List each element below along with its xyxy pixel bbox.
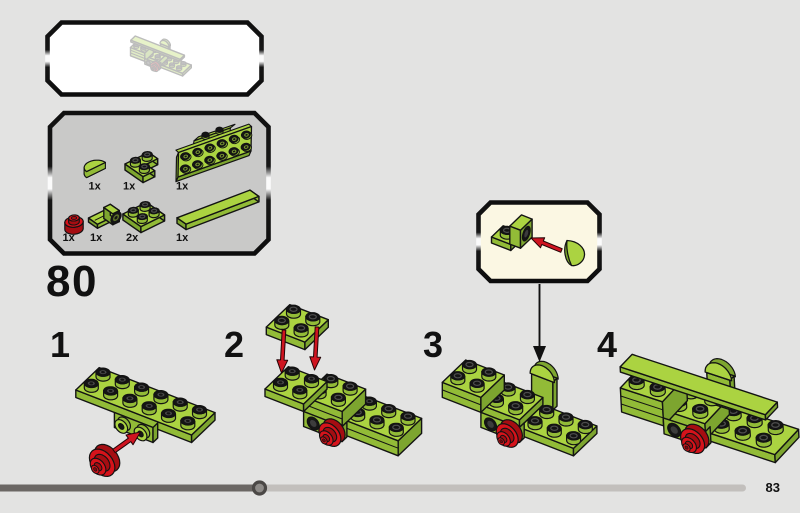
svg-text:1x: 1x: [176, 181, 189, 193]
svg-text:4: 4: [597, 324, 617, 365]
svg-text:2: 2: [224, 324, 244, 365]
svg-text:1: 1: [50, 324, 70, 365]
svg-text:1x: 1x: [90, 232, 103, 244]
svg-text:83: 83: [766, 480, 780, 495]
svg-text:1x: 1x: [63, 232, 76, 244]
svg-text:1x: 1x: [176, 232, 189, 244]
svg-text:1x: 1x: [123, 181, 136, 193]
svg-text:2x: 2x: [126, 232, 139, 244]
svg-text:1x: 1x: [89, 181, 102, 193]
svg-text:3: 3: [423, 324, 443, 365]
svg-text:80: 80: [46, 257, 98, 306]
